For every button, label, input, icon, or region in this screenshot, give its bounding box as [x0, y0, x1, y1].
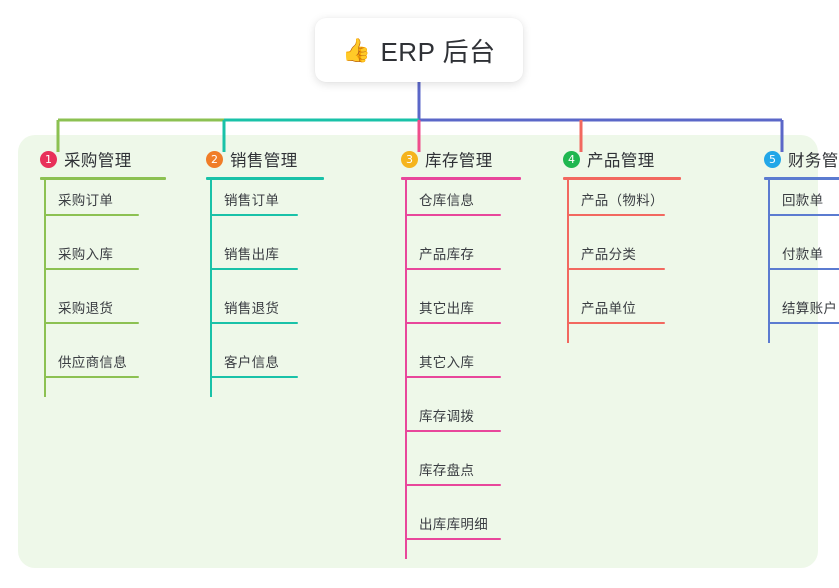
sub-item[interactable]: 客户信息	[210, 343, 298, 397]
sub-item[interactable]: 库存盘点	[405, 451, 501, 505]
sub-item[interactable]: 采购退货	[44, 289, 139, 343]
sub-item-underline	[210, 322, 298, 324]
sub-item-label: 销售出库	[224, 247, 280, 262]
root-node-title: 👍 ERP 后台	[342, 32, 495, 69]
sub-item-underline	[405, 376, 501, 378]
connector-lines	[56, 82, 784, 152]
sub-item[interactable]: 其它入库	[405, 343, 501, 397]
sub-item[interactable]: 其它出库	[405, 289, 501, 343]
column-title-3: 库存管理	[425, 152, 493, 170]
sub-item[interactable]: 产品单位	[567, 289, 665, 343]
sub-item-underline	[44, 268, 139, 270]
column-badge-3: 3	[401, 150, 418, 168]
sub-item-label: 出库库明细	[419, 517, 488, 532]
sub-item-underline	[768, 268, 839, 270]
sub-item-label: 其它出库	[419, 301, 475, 316]
sub-item-label: 付款单	[782, 247, 824, 262]
column-underline-4	[563, 177, 681, 180]
sub-item-label: 仓库信息	[419, 193, 475, 208]
sub-item-underline	[44, 376, 139, 378]
sub-item[interactable]: 库存调拨	[405, 397, 501, 451]
sub-item[interactable]: 产品（物料）	[567, 181, 665, 235]
column-spine-3	[405, 177, 407, 559]
column-header-1[interactable]: 1 采购管理	[40, 147, 132, 171]
sub-item[interactable]: 供应商信息	[44, 343, 139, 397]
column-header-5[interactable]: 5 财务管理	[764, 147, 839, 171]
sub-item[interactable]: 采购入库	[44, 235, 139, 289]
column-title-1: 采购管理	[64, 152, 132, 170]
sub-item-label: 其它入库	[419, 355, 475, 370]
sub-item-label: 库存盘点	[419, 463, 475, 478]
sub-item[interactable]: 付款单	[768, 235, 839, 289]
sub-item-label: 销售订单	[224, 193, 280, 208]
sub-item-label: 回款单	[782, 193, 824, 208]
column-group: 1 采购管理采购订单采购入库采购退货供应商信息 2 销售管理销售订单销售出库销售退货客…	[18, 135, 839, 568]
sub-item-underline	[405, 484, 501, 486]
sub-item-underline	[567, 268, 665, 270]
sub-item-label: 产品（物料）	[581, 193, 664, 208]
sub-item[interactable]: 结算账户	[768, 289, 839, 343]
column-underline-3	[401, 177, 521, 180]
sub-item-label: 销售退货	[224, 301, 280, 316]
sub-item-label: 供应商信息	[58, 355, 127, 370]
sub-item-underline	[405, 322, 501, 324]
thumbs-up-icon: 👍	[342, 36, 372, 63]
column-underline-2	[206, 177, 324, 180]
sub-item-underline	[567, 214, 665, 216]
column-spine-2	[210, 177, 212, 397]
sub-item[interactable]: 销售出库	[210, 235, 298, 289]
sub-item-label: 采购退货	[58, 301, 114, 316]
sub-item-underline	[405, 430, 501, 432]
root-title-text: ERP 后台	[380, 36, 496, 67]
column-title-4: 产品管理	[587, 152, 655, 170]
sub-item-label: 采购订单	[58, 193, 114, 208]
sub-item-label: 结算账户	[782, 301, 838, 316]
sub-item-underline	[210, 268, 298, 270]
column-badge-4: 4	[563, 150, 580, 168]
sub-item-label: 产品分类	[581, 247, 637, 262]
column-badge-5: 5	[764, 150, 781, 168]
column-badge-2: 2	[206, 150, 223, 168]
sub-item-label: 产品库存	[419, 247, 475, 262]
sub-item-underline	[405, 538, 501, 540]
sub-item-underline	[405, 268, 501, 270]
sub-item-label: 采购入库	[58, 247, 114, 262]
sub-item[interactable]: 销售订单	[210, 181, 298, 235]
sub-item-underline	[210, 376, 298, 378]
column-underline-1	[40, 177, 166, 180]
column-header-3[interactable]: 3 库存管理	[401, 147, 493, 171]
sub-item-underline	[405, 214, 501, 216]
column-title-2: 销售管理	[230, 152, 298, 170]
column-spine-1	[44, 177, 46, 397]
sub-item[interactable]: 产品库存	[405, 235, 501, 289]
sub-item[interactable]: 采购订单	[44, 181, 139, 235]
column-header-2[interactable]: 2 销售管理	[206, 147, 298, 171]
column-spine-4	[567, 177, 569, 343]
column-underline-5	[764, 177, 839, 180]
sub-item-label: 产品单位	[581, 301, 637, 316]
sub-item-label: 客户信息	[224, 355, 280, 370]
sub-item-label: 库存调拨	[419, 409, 475, 424]
diagram-panel	[18, 135, 818, 568]
root-node-card[interactable]: 👍 ERP 后台	[315, 18, 523, 82]
column-title-5: 财务管理	[788, 152, 839, 170]
sub-item[interactable]: 仓库信息	[405, 181, 501, 235]
sub-item-underline	[44, 214, 139, 216]
sub-item-underline	[210, 214, 298, 216]
sub-item[interactable]: 回款单	[768, 181, 839, 235]
sub-item[interactable]: 出库库明细	[405, 505, 501, 559]
sub-item[interactable]: 产品分类	[567, 235, 665, 289]
column-spine-5	[768, 177, 770, 343]
sub-item[interactable]: 销售退货	[210, 289, 298, 343]
sub-item-underline	[44, 322, 139, 324]
column-badge-1: 1	[40, 150, 57, 168]
sub-item-underline	[768, 214, 839, 216]
sub-item-underline	[567, 322, 665, 324]
sub-item-underline	[768, 322, 839, 324]
column-header-4[interactable]: 4 产品管理	[563, 147, 655, 171]
